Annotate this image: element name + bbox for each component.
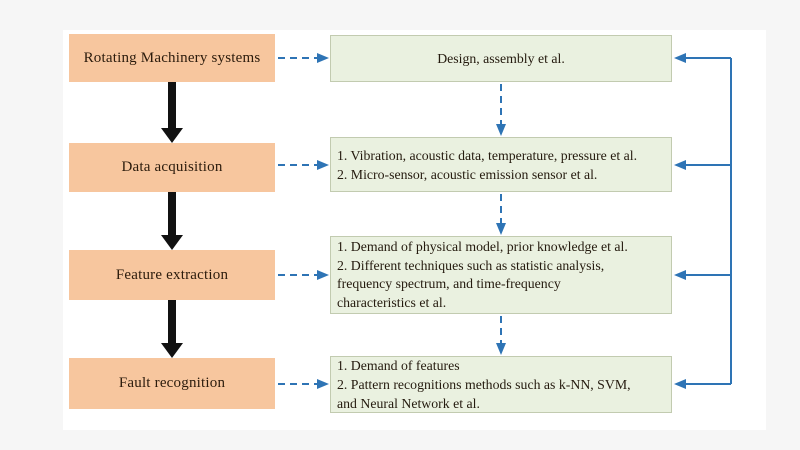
detail-line: Design, assembly et al. [437,51,565,66]
stage-rotating-machinery-systems: Rotating Machinery systems [69,34,275,82]
detail-recognition-methods: 1. Demand of features 2. Pattern recogni… [330,356,672,413]
detail-line: 1. Demand of physical model, prior knowl… [337,239,628,254]
detail-line: and Neural Network et al. [337,396,480,411]
detail-line: 1. Demand of features [337,358,460,373]
stage-label: Fault recognition [118,375,226,391]
stage-fault-recognition: Fault recognition [69,358,275,409]
detail-feature-techniques: 1. Demand of physical model, prior knowl… [330,236,672,314]
detail-line: 1. Vibration, acoustic data, temperature… [337,147,638,163]
detail-design-assembly: Design, assembly et al. [330,35,672,82]
detail-line: 2. Different techniques such as statisti… [337,257,605,273]
detail-line: 2. Micro-sensor, acoustic emission senso… [337,166,598,182]
stage-data-acquisition: Data acquisition [69,143,275,192]
detail-line: characteristics et al. [337,294,447,310]
stage-label: Feature extraction [115,266,229,283]
stage-label: Data acquisition [121,159,223,175]
detail-line: frequency spectrum, and time-frequency [337,276,561,291]
stage-label: Rotating Machinery systems [83,49,261,66]
detail-data-sources: 1. Vibration, acoustic data, temperature… [330,137,672,192]
detail-line: 2. Pattern recognitions methods such as … [337,377,631,392]
stage-feature-extraction: Feature extraction [69,250,275,300]
